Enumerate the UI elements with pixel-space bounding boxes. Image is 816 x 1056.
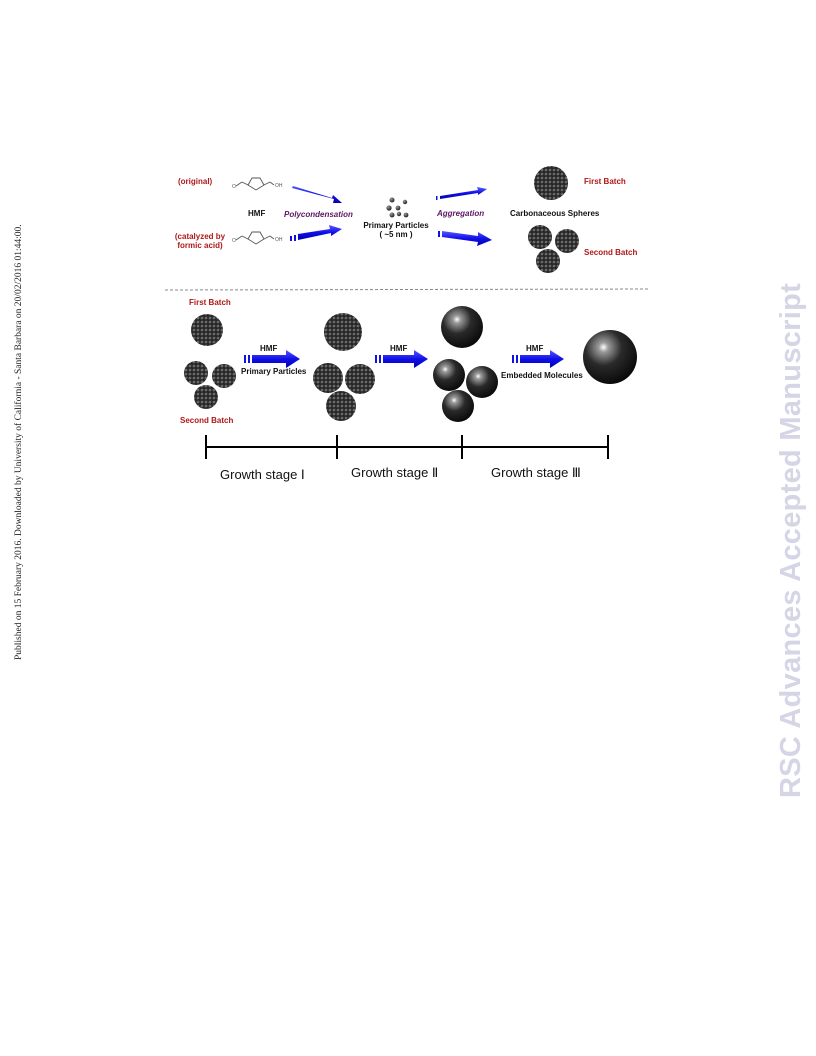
primary-particles-size: ( ~5 nm ) [379, 230, 413, 239]
first-batch-sphere-top [534, 166, 568, 200]
arrow-stage-1 [244, 350, 300, 368]
svg-text:O: O [232, 238, 236, 244]
grown-first-batch-sphere [324, 313, 362, 351]
arrow-stage-3 [512, 350, 564, 368]
aggregation-label: Aggregation [437, 209, 485, 218]
second-batch-label: Second Batch [180, 416, 234, 425]
svg-text:OH: OH [275, 237, 283, 243]
carbonaceous-spheres-label: Carbonaceous Spheres [510, 209, 600, 218]
primary-particles-dots [386, 197, 409, 218]
catalyzed-label: (catalyzed by formic acid) [170, 232, 230, 250]
original-label: (original) [178, 177, 213, 186]
smooth-first-batch-sphere [441, 306, 483, 348]
first-batch-sphere [191, 314, 223, 346]
arrow-stage-2 [375, 350, 428, 368]
arrow1-hmf-label: HMF [260, 344, 278, 353]
arrow3-hmf-label: HMF [526, 344, 544, 353]
second-batch-cluster [184, 361, 236, 409]
first-batch-label: First Batch [189, 298, 231, 307]
growth-stage-3-label: Growth stage Ⅲ [491, 465, 581, 480]
second-batch-cluster-top [528, 225, 579, 273]
smooth-second-batch-cluster [433, 359, 498, 422]
arrow-catalyzed-to-particles [290, 225, 342, 241]
primary-particles-label: Primary Particles ( ~5 nm ) [356, 221, 436, 239]
hmf-label: HMF [248, 209, 266, 218]
separator-line [164, 288, 651, 291]
hmf-molecule-original: OH O [232, 177, 283, 191]
final-large-sphere [583, 330, 637, 384]
svg-text:OH: OH [275, 183, 283, 189]
growth-timeline [205, 435, 609, 459]
top-first-batch-label: First Batch [584, 177, 626, 186]
catalyzed-label-line2: formic acid) [177, 241, 223, 250]
primary-particles-text: Primary Particles [363, 221, 429, 230]
arrow1-primary-particles-label: Primary Particles [241, 367, 307, 376]
arrow3-embedded-molecules-label: Embedded Molecules [501, 371, 583, 380]
polycondensation-label: Polycondensation [284, 210, 353, 219]
growth-stage-2-label: Growth stage Ⅱ [351, 465, 439, 480]
catalyzed-label-line1: (catalyzed by [174, 232, 226, 241]
hmf-molecule-catalyzed: OH O [232, 231, 283, 245]
svg-text:O: O [232, 184, 236, 190]
grown-second-batch-cluster [313, 363, 375, 421]
arrow-aggregation-upper [436, 187, 487, 200]
growth-stage-1-label: Growth stage Ⅰ [220, 467, 305, 482]
arrow-original-to-particles [292, 186, 342, 203]
top-second-batch-label: Second Batch [584, 248, 638, 257]
arrow-aggregation-lower [438, 231, 492, 246]
arrow2-hmf-label: HMF [390, 344, 408, 353]
